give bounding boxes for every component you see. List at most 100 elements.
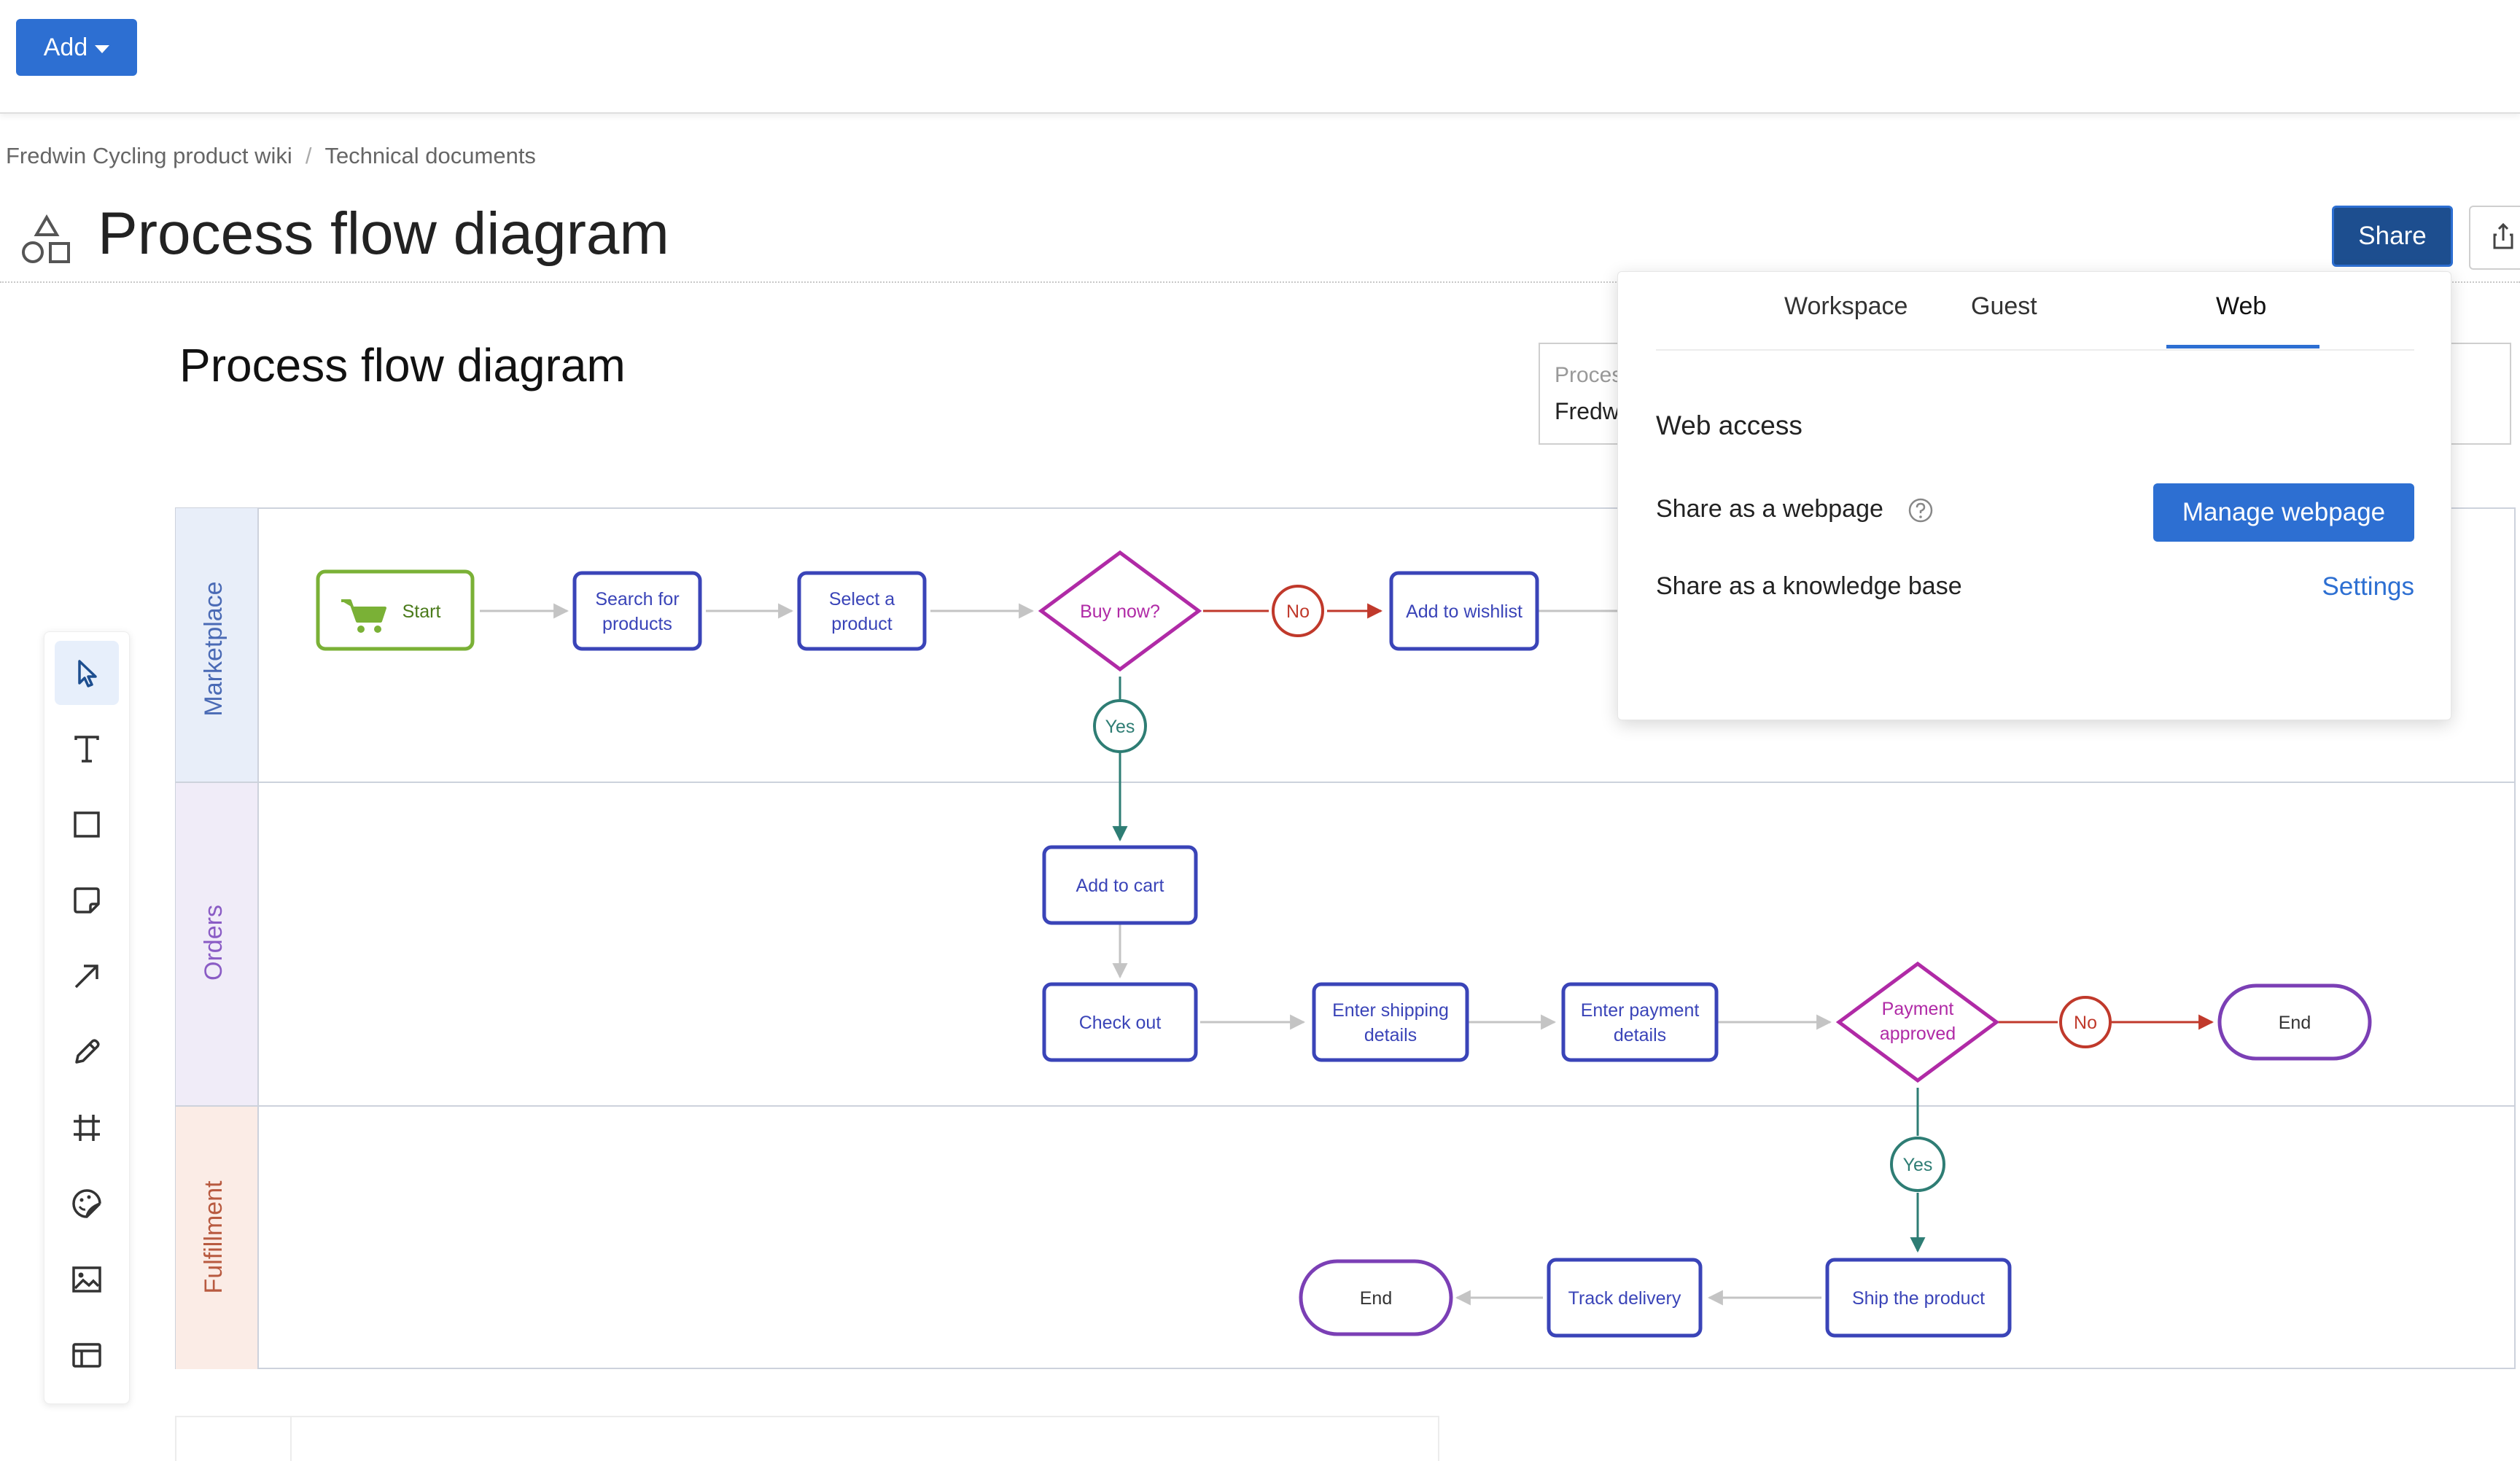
square-icon bbox=[74, 811, 100, 838]
metadata-value: Fredw bbox=[1555, 398, 1619, 424]
active-tab-indicator bbox=[2166, 345, 2319, 348]
payment-approved-label-2: approved bbox=[1880, 1024, 1956, 1044]
tab-guest[interactable]: Guest bbox=[1971, 292, 2037, 320]
next-content-block bbox=[175, 1416, 1439, 1461]
share-button[interactable]: Share bbox=[2332, 206, 2453, 267]
lane-label-orders: Orders bbox=[200, 905, 228, 981]
tab-web[interactable]: Web bbox=[2216, 292, 2267, 320]
rectangle-tool[interactable] bbox=[55, 792, 119, 857]
sticker-icon bbox=[72, 1189, 101, 1218]
start-node-label: Start bbox=[402, 601, 441, 622]
arrow-tool[interactable] bbox=[55, 944, 119, 1008]
next-content-divider bbox=[290, 1417, 292, 1461]
connectors bbox=[480, 603, 2214, 1306]
enter-shipping-label-1: Enter shipping bbox=[1332, 1000, 1449, 1021]
buy-now-label: Buy now? bbox=[1080, 601, 1160, 622]
buy-now-decision[interactable]: Buy now? bbox=[1038, 550, 1202, 672]
search-products-node[interactable]: Search for products bbox=[572, 571, 702, 651]
end-label-1: End bbox=[2279, 1013, 2311, 1033]
add-to-cart-node[interactable]: Add to cart bbox=[1042, 845, 1198, 925]
ship-product-node[interactable]: Ship the product bbox=[1825, 1258, 2012, 1338]
lane-label-fulfillment: Fulfillment bbox=[200, 1180, 228, 1293]
no-label-text-1: No bbox=[1286, 601, 1310, 622]
track-delivery-node[interactable]: Track delivery bbox=[1547, 1258, 1703, 1338]
sticky-note-tool[interactable] bbox=[55, 868, 119, 932]
image-icon bbox=[72, 1266, 101, 1293]
enter-shipping-label-2: details bbox=[1364, 1025, 1417, 1045]
page-title: Process flow diagram bbox=[98, 200, 669, 267]
layout-icon bbox=[72, 1343, 101, 1368]
yes-label-text-2: Yes bbox=[1903, 1155, 1933, 1175]
add-to-wishlist-label: Add to wishlist bbox=[1406, 601, 1522, 622]
check-out-node[interactable]: Check out bbox=[1042, 982, 1198, 1062]
search-products-label-2: products bbox=[602, 614, 672, 634]
enter-payment-label-1: Enter payment bbox=[1581, 1000, 1700, 1021]
end-node-orders[interactable]: End bbox=[2217, 983, 2372, 1061]
lane-header-fulfillment bbox=[176, 1106, 258, 1369]
lane-header-orders bbox=[176, 782, 258, 1106]
select-product-label-1: Select a bbox=[829, 589, 895, 609]
cursor-icon bbox=[78, 660, 97, 687]
lane-header-marketplace bbox=[176, 508, 258, 782]
metadata-label: Proces bbox=[1555, 363, 1623, 387]
no-label-buy-now: No bbox=[1272, 585, 1324, 637]
end-label-2: End bbox=[1360, 1288, 1392, 1309]
sticky-note-icon bbox=[74, 887, 100, 913]
track-delivery-label: Track delivery bbox=[1568, 1288, 1681, 1309]
share-tabs: Workspace Guest Web bbox=[1656, 272, 2414, 351]
select-product-node[interactable]: Select a product bbox=[797, 571, 927, 651]
select-tool[interactable] bbox=[55, 641, 119, 705]
tab-workspace[interactable]: Workspace bbox=[1784, 292, 1908, 320]
no-label-text-2: No bbox=[2074, 1013, 2097, 1033]
export-icon bbox=[2493, 222, 2513, 249]
yes-label-buy-now: Yes bbox=[1093, 699, 1147, 753]
export-button[interactable] bbox=[2469, 206, 2520, 270]
document-title: Process flow diagram bbox=[179, 339, 626, 391]
payment-approved-decision[interactable]: Payment approved bbox=[1835, 961, 2000, 1083]
image-tool[interactable] bbox=[55, 1247, 119, 1312]
share-webpage-label: Share as a webpage bbox=[1656, 495, 1883, 523]
check-out-label: Check out bbox=[1079, 1013, 1162, 1033]
breadcrumb-separator: / bbox=[305, 143, 312, 168]
help-icon[interactable] bbox=[1907, 496, 1934, 524]
no-label-payment: No bbox=[2059, 996, 2112, 1048]
frame-tool[interactable] bbox=[55, 1096, 119, 1160]
shopping-cart-icon bbox=[341, 599, 386, 633]
text-tool[interactable] bbox=[55, 717, 119, 781]
breadcrumb-item-technical-documents[interactable]: Technical documents bbox=[324, 143, 536, 168]
share-button-label: Share bbox=[2358, 222, 2427, 250]
select-product-label-2: product bbox=[831, 614, 892, 634]
add-button-label: Add bbox=[43, 33, 88, 61]
settings-link[interactable]: Settings bbox=[2322, 572, 2414, 601]
pen-tool[interactable] bbox=[55, 1020, 119, 1084]
breadcrumb-item-wiki[interactable]: Fredwin Cycling product wiki bbox=[6, 143, 292, 168]
web-access-heading: Web access bbox=[1656, 410, 1802, 440]
add-to-wishlist-node[interactable]: Add to wishlist bbox=[1389, 571, 1539, 651]
header-divider bbox=[0, 281, 2520, 283]
add-button[interactable]: Add bbox=[16, 19, 137, 76]
enter-payment-node[interactable]: Enter payment details bbox=[1561, 982, 1719, 1062]
search-products-label-1: Search for bbox=[595, 589, 679, 609]
ship-product-label: Ship the product bbox=[1852, 1288, 1985, 1309]
sticker-tool[interactable] bbox=[55, 1172, 119, 1236]
caret-down-icon bbox=[95, 44, 110, 53]
yes-label-payment: Yes bbox=[1890, 1137, 1945, 1192]
yes-label-text-1: Yes bbox=[1105, 717, 1135, 737]
shapes-icon bbox=[22, 214, 70, 263]
share-knowledge-base-label: Share as a knowledge base bbox=[1656, 572, 1962, 600]
layout-tool[interactable] bbox=[55, 1323, 119, 1387]
manage-webpage-button[interactable]: Manage webpage bbox=[2153, 483, 2414, 542]
text-icon bbox=[74, 736, 99, 763]
whiteboard-tool-rail bbox=[44, 631, 130, 1404]
pencil-icon bbox=[75, 1039, 100, 1064]
payment-approved-label-1: Payment bbox=[1882, 999, 1954, 1019]
enter-shipping-node[interactable]: Enter shipping details bbox=[1312, 982, 1469, 1062]
start-node[interactable]: Start bbox=[316, 569, 475, 651]
arrow-icon bbox=[74, 965, 98, 989]
end-node-fulfillment[interactable]: End bbox=[1299, 1259, 1453, 1336]
top-toolbar: Add bbox=[0, 0, 2520, 114]
breadcrumb: Fredwin Cycling product wiki / Technical… bbox=[6, 143, 536, 169]
add-to-cart-label: Add to cart bbox=[1076, 876, 1164, 896]
frame-icon bbox=[74, 1115, 100, 1141]
enter-payment-label-2: details bbox=[1614, 1025, 1666, 1045]
